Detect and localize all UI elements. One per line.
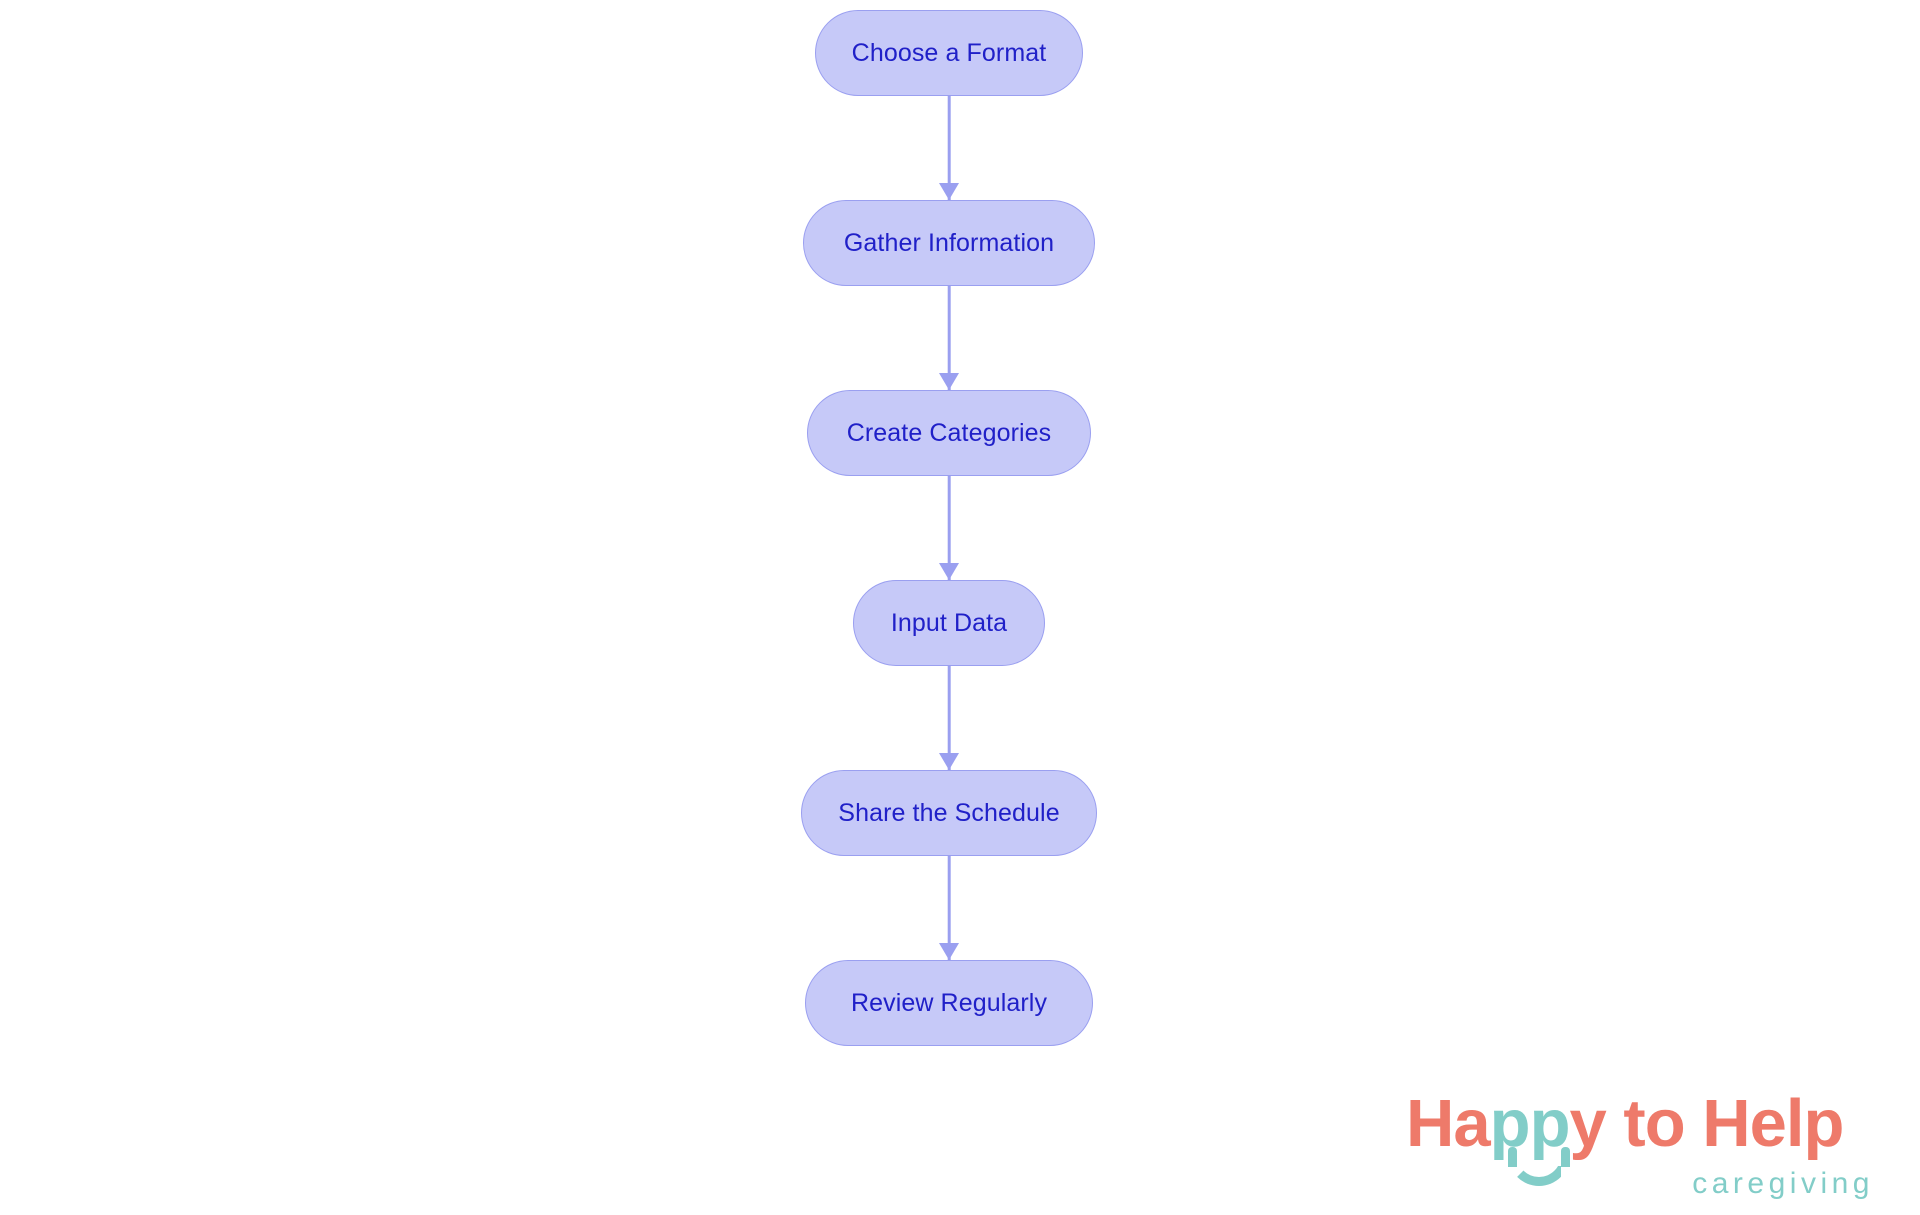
flow-node-label: Input Data [890,608,1008,637]
flow-node-create-categories[interactable]: Create Categories [807,390,1091,476]
flow-node-label: Choose a Format [851,38,1047,67]
smile-icon [1508,1147,1570,1186]
flow-edge-n0-n1 [936,96,962,200]
brand-tagline: caregiving [1692,1167,1874,1200]
brand-wordmark-part-2: pp [1489,1086,1571,1161]
flow-edge-n2-n3 [936,476,962,580]
edge-line [947,856,951,960]
brand-wordmark-part-1: Ha [1406,1086,1491,1161]
arrow-head-icon [939,563,959,580]
edge-line [947,476,951,580]
arrow-head-icon [939,373,959,390]
flow-node-choose-a-format[interactable]: Choose a Format [815,10,1083,96]
arrow-head-icon [939,943,959,960]
brand-logo: Happy to Help caregiving [1390,1090,1890,1205]
arrow-head-icon [939,753,959,770]
flowchart-node-column: Choose a Format Gather Information Creat… [801,10,1097,1046]
flow-node-input-data[interactable]: Input Data [853,580,1045,666]
arrow-head-icon [939,183,959,200]
flow-node-label: Review Regularly [850,988,1048,1017]
flow-node-label: Gather Information [843,228,1055,257]
flow-node-share-the-schedule[interactable]: Share the Schedule [801,770,1097,856]
flow-node-review-regularly[interactable]: Review Regularly [805,960,1093,1046]
edge-line [947,666,951,770]
brand-wordmark-part-3: y to Help [1569,1086,1845,1161]
flow-node-gather-information[interactable]: Gather Information [803,200,1095,286]
edge-line [947,286,951,390]
flow-node-label: Share the Schedule [838,798,1060,827]
flow-node-label: Create Categories [846,418,1052,447]
flow-edge-n1-n2 [936,286,962,390]
edge-line [947,96,951,200]
brand-wordmark: Happy to Help [1390,1090,1890,1157]
flow-edge-n3-n4 [936,666,962,770]
flow-edge-n4-n5 [936,856,962,960]
